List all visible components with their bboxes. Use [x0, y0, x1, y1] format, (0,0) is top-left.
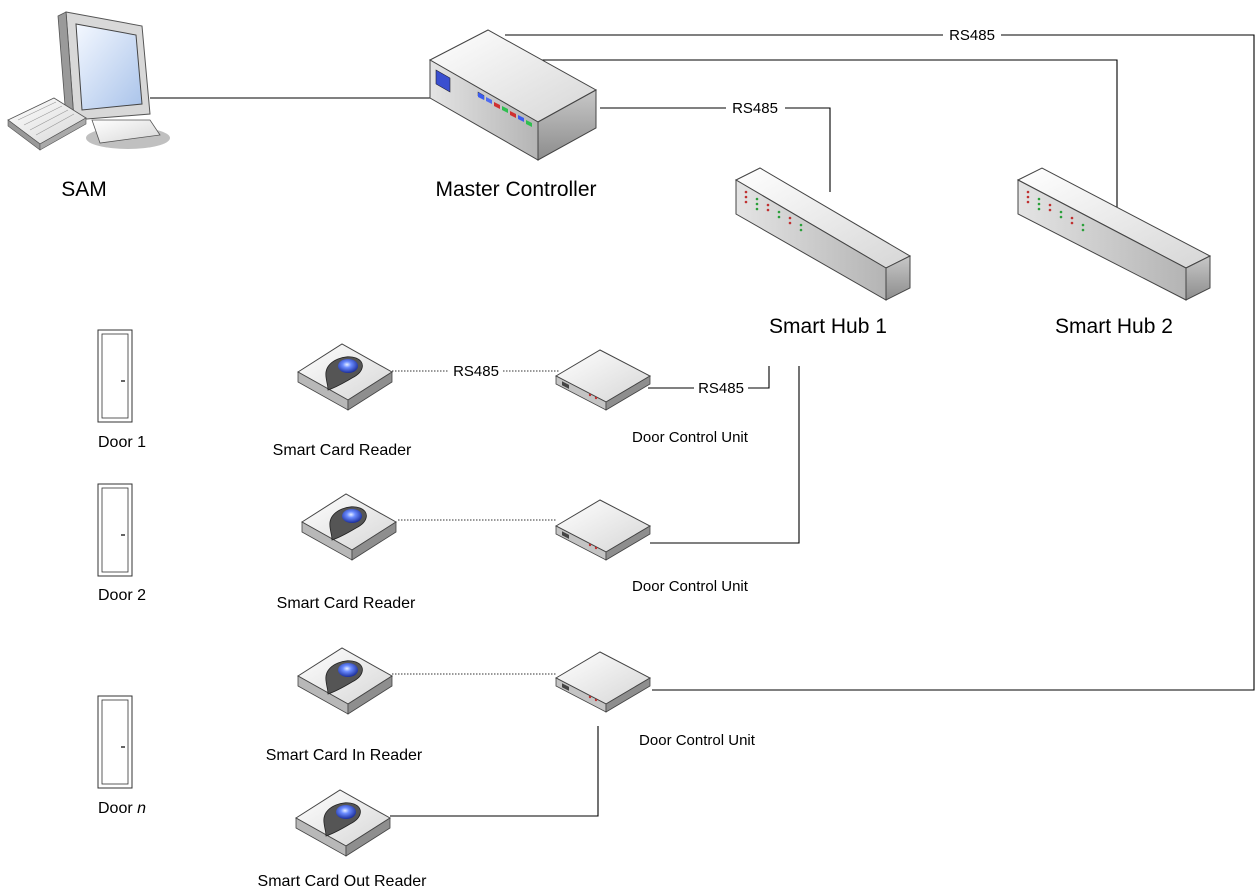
door-control-unit-3-label: Door Control Unit [639, 732, 756, 749]
door-n-label-var: n [137, 800, 146, 817]
door-control-unit-2-label: Door Control Unit [632, 578, 749, 595]
master-controller-icon [428, 29, 598, 161]
card-reader-1-label: Smart Card Reader [273, 442, 412, 459]
card-reader-2-icon [301, 493, 397, 561]
door-control-unit-3-icon [554, 651, 652, 713]
wire-master-hub1-b [785, 107, 831, 192]
wire-dcu1-hub1-b [748, 366, 770, 389]
wires [150, 34, 1255, 817]
door-1-icon [97, 329, 133, 423]
card-reader-2-label: Smart Card Reader [277, 595, 416, 612]
door-n-label: Door n [98, 800, 146, 817]
door-n-icon [97, 695, 133, 789]
card-reader-out-label: Smart Card Out Reader [258, 873, 428, 890]
link-label-master-hub2: RS485 [949, 27, 995, 44]
door-1-label: Door 1 [98, 434, 146, 451]
smart-hub-2-label: Smart Hub 2 [1055, 315, 1173, 338]
link-label-dcu1-hub1: RS485 [698, 380, 744, 397]
wire-outreader-dcu3 [390, 726, 599, 817]
smart-hub-1-label: Smart Hub 1 [769, 315, 887, 338]
link-label-master-hub1: RS485 [732, 100, 778, 117]
computer-icon [7, 11, 170, 151]
sam-label: SAM [61, 178, 107, 201]
door-control-unit-1-icon [554, 349, 652, 411]
link-labels: RS485 RS485 RS485 RS485 [449, 26, 1000, 397]
door-2-icon [97, 483, 133, 577]
wire-dcu2-hub1 [650, 366, 800, 544]
card-reader-in-label: Smart Card In Reader [266, 747, 423, 764]
card-reader-out-icon [295, 789, 391, 857]
smart-hub-1-icon [734, 167, 912, 301]
smart-hub-2-icon [1016, 167, 1212, 301]
card-reader-1-icon [297, 343, 393, 411]
wire-master-hub2 [540, 59, 1118, 230]
door-n-label-prefix: Door [98, 800, 137, 817]
link-label-reader1-dcu1: RS485 [453, 363, 499, 380]
door-control-unit-2-icon [554, 499, 652, 561]
door-2-label: Door 2 [98, 587, 146, 604]
card-reader-in-icon [297, 647, 393, 715]
wire-outer-loop-right [652, 34, 1255, 691]
master-controller-label: Master Controller [435, 178, 596, 201]
door-control-unit-1-label: Door Control Unit [632, 429, 749, 446]
